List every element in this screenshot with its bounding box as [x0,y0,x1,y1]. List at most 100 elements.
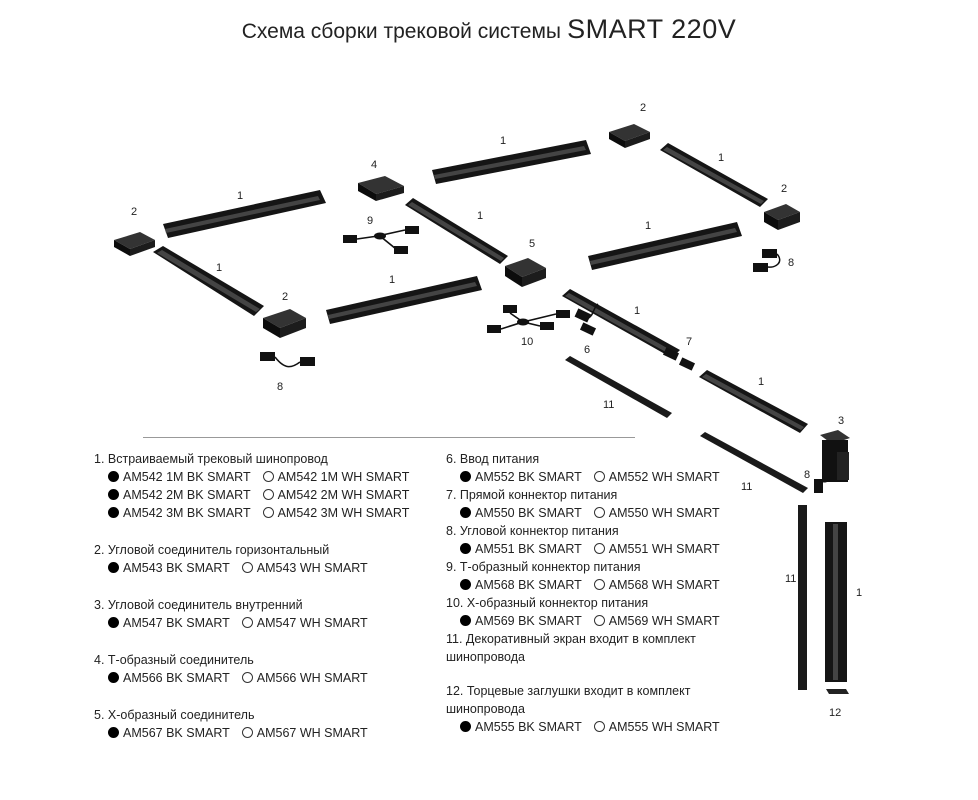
filled-dot-icon [108,507,119,518]
hollow-dot-icon [262,471,274,482]
legend-option-row: AM542 1M BK SMART AM542 1M WH SMART [94,468,409,486]
option-wh: AM542 2M WH SMART [277,488,410,502]
x-power-connector [487,305,570,333]
option-wh: AM547 WH SMART [256,616,368,630]
hollow-dot-icon [593,471,605,482]
legend-heading-cont: шинопровода [446,650,525,664]
option-wh: AM542 3M WH SMART [277,506,410,520]
diagram-title: Схема сборки трековой системы SMART 220V [0,14,978,45]
option-wh: AM567 WH SMART [256,726,368,740]
filled-dot-icon [108,562,119,573]
rail-track [699,370,808,433]
callout-10: 10 [521,336,533,348]
option-bk: AM542 3M BK SMART [123,506,251,520]
end-cap [826,689,849,694]
legend-group-3: 3. Угловой соединитель внутренний AM547 … [94,596,409,632]
decorative-screen [565,356,672,418]
legend-option-row: AM542 2M BK SMART AM542 2M WH SMART [94,486,409,504]
option-bk: AM542 2M BK SMART [123,488,251,502]
legend-option-row: AM566 BK SMART AM566 WH SMART [94,669,409,687]
corner-connector [609,124,650,148]
straight-power-connector [662,347,696,371]
filled-dot-icon [108,617,119,628]
rail-track [326,276,482,324]
callout-3: 3 [838,415,844,427]
rail-track [660,143,768,207]
option-wh: AM566 WH SMART [256,671,368,685]
hollow-dot-icon [241,617,253,628]
callout-1: 1 [758,376,764,388]
callout-2: 2 [640,102,646,114]
inner-corner-connector [820,430,850,482]
legend-group-1: 1. Встраиваемый трековый шинопровод AM54… [94,450,409,522]
callout-5: 5 [529,238,535,250]
filled-dot-icon [460,471,471,482]
rail-track-vertical [825,522,847,682]
filled-dot-icon [460,615,471,626]
callout-7: 7 [686,336,692,348]
legend-heading: 1. Встраиваемый трековый шинопровод [94,452,328,466]
corner-connector [764,204,800,230]
callout-2: 2 [131,206,137,218]
hollow-dot-icon [262,507,274,518]
option-bk: AM543 BK SMART [123,561,230,575]
callout-1: 1 [645,220,651,232]
option-bk: AM552 BK SMART [475,470,582,484]
legend-option-row: AM547 BK SMART AM547 WH SMART [94,614,409,632]
corner-power-connector [260,352,315,368]
rail-track [432,140,591,184]
callout-1: 1 [856,587,862,599]
option-bk: AM555 BK SMART [475,720,582,734]
power-feed [574,303,599,336]
callout-1: 1 [718,152,724,164]
legend-option-row: AM555 BK SMART AM555 WH SMART [446,718,720,736]
hollow-dot-icon [241,727,253,738]
filled-dot-icon [460,721,471,732]
decorative-screen-vertical [798,505,807,690]
legend-heading: 12. Торцевые заглушки входит в комплект [446,684,691,698]
callout-12: 12 [829,707,841,719]
legend-heading: 5. Х-образный соединитель [94,708,255,722]
corner-power-connector [814,462,834,493]
option-bk: AM542 1M BK SMART [123,470,251,484]
callout-1: 1 [477,210,483,222]
title-text: Схема сборки трековой системы [241,20,562,43]
option-wh: AM569 WH SMART [608,614,720,628]
rail-track [163,190,326,238]
filled-dot-icon [108,471,119,482]
legend-heading: 3. Угловой соединитель внутренний [94,598,303,612]
rail-track [588,222,742,270]
divider-line [143,437,635,438]
option-bk: AM568 BK SMART [475,578,582,592]
option-bk: AM569 BK SMART [475,614,582,628]
hollow-dot-icon [241,672,253,683]
option-wh: AM542 1M WH SMART [277,470,410,484]
callout-4: 4 [371,159,377,171]
filled-dot-icon [108,727,119,738]
option-bk: AM547 BK SMART [123,616,230,630]
option-wh: AM551 WH SMART [608,542,720,556]
option-bk: AM566 BK SMART [123,671,230,685]
hollow-dot-icon [593,507,605,518]
legend-left: 1. Встраиваемый трековый шинопровод AM54… [94,450,409,761]
legend-heading-cont: шинопровода [446,702,525,716]
callout-11: 11 [603,399,614,411]
filled-dot-icon [460,507,471,518]
x-connector [505,258,546,287]
hollow-dot-icon [593,615,605,626]
callout-2: 2 [282,291,288,303]
option-wh: AM552 WH SMART [608,470,720,484]
callout-8: 8 [804,469,810,481]
callout-11: 11 [741,481,752,493]
legend-heading: 11. Декоративный экран входит в комплект [446,632,696,646]
option-wh: AM550 WH SMART [608,506,720,520]
title-product: SMART 220V [567,14,737,44]
t-power-connector [343,226,419,254]
legend-heading: 9. Т-образный коннектор питания [446,560,641,574]
callout-2: 2 [781,183,787,195]
option-wh: AM555 WH SMART [608,720,720,734]
corner-connector [263,309,306,338]
option-bk: AM567 BK SMART [123,726,230,740]
